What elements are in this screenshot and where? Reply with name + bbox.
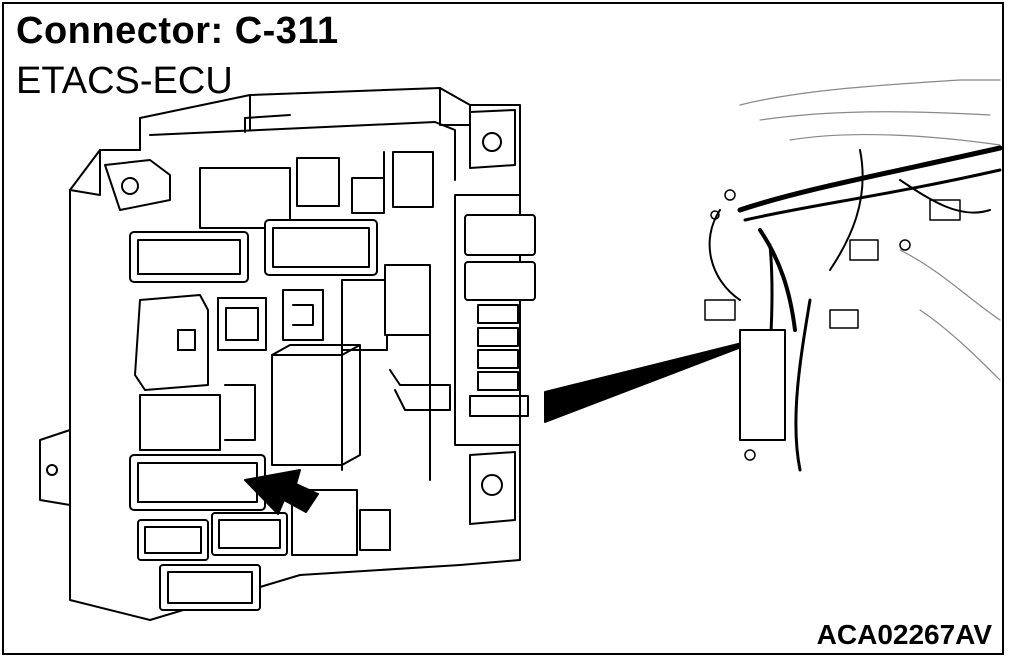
- pointer-arrow: [244, 469, 319, 515]
- leader-wedge: [544, 335, 771, 423]
- component-name: ETACS-ECU: [16, 60, 233, 102]
- figure-code: ACA02267AV: [816, 619, 992, 650]
- figure-title: Connector: C-311: [16, 10, 339, 52]
- vehicle-location-view: [704, 79, 1003, 472]
- etacs-ecu-unit: [39, 87, 536, 621]
